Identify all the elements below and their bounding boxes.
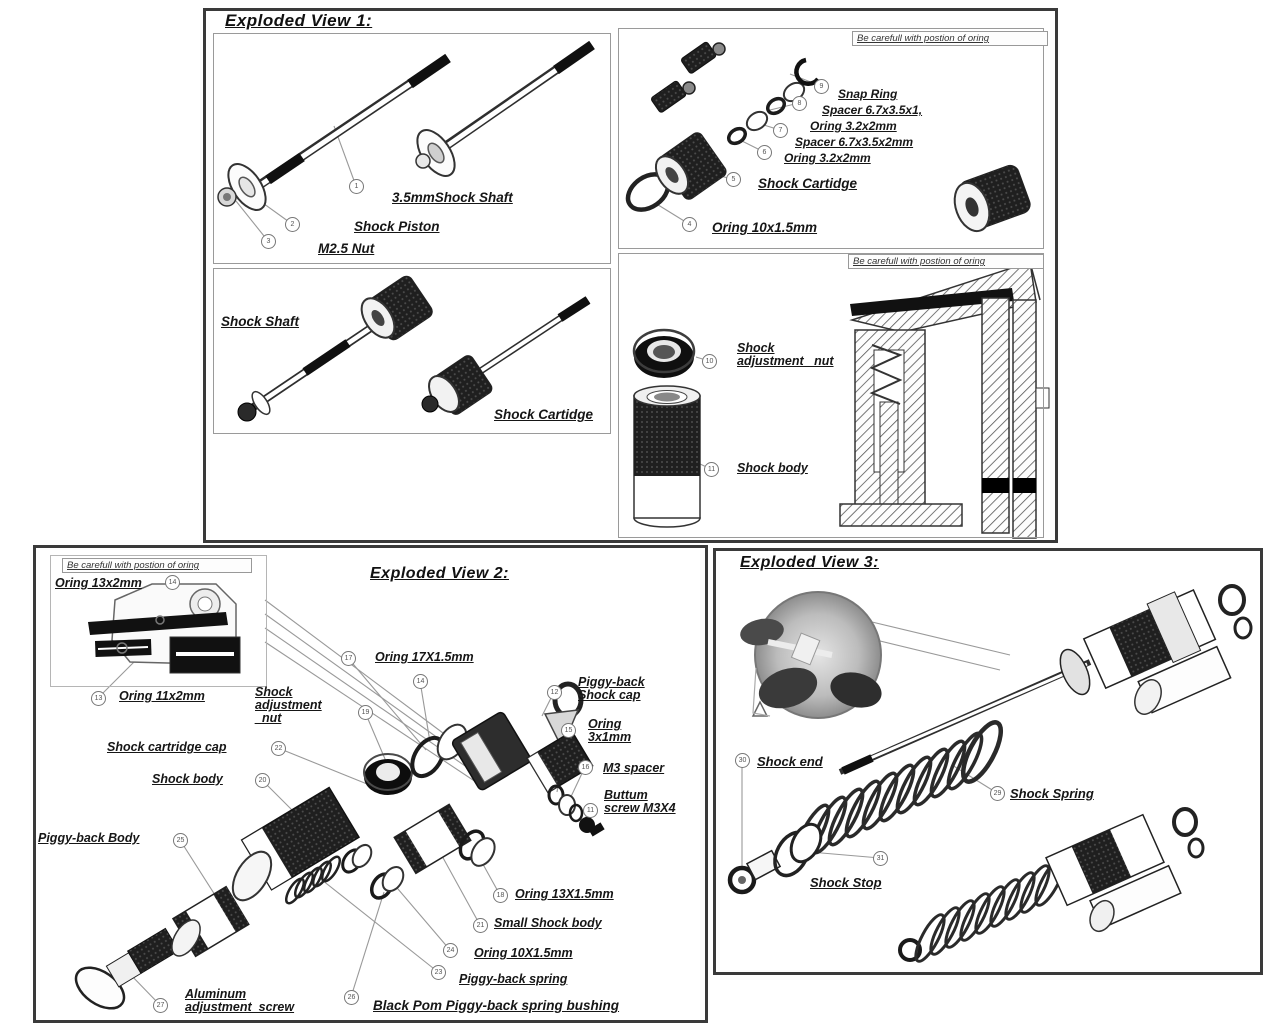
panel-exploded-view-1 [203, 8, 1058, 543]
part-label: Oring 10X1.5mm [474, 946, 573, 960]
part-label: Shock Stop [810, 875, 882, 890]
callout-marker: 14 [413, 674, 428, 689]
callout-marker: 27 [153, 998, 168, 1013]
callout-marker: 6 [757, 145, 772, 160]
view1-assembled-box [213, 268, 611, 434]
callout-marker: 14 [165, 575, 180, 590]
callout-marker: 11 [704, 462, 719, 477]
part-label: Spacer 6.7x3.5x1, [822, 103, 923, 117]
part-label: Oring 3x1mm [588, 717, 632, 745]
callout-marker: 12 [547, 685, 562, 700]
panel-exploded-view-2 [33, 545, 708, 1023]
cross-section-drawing [839, 261, 1050, 539]
part-label: Black Pom Piggy-back spring bushing [373, 998, 620, 1013]
part-label: Small Shock body [494, 916, 602, 930]
part-label: Oring 10x1.5mm [712, 220, 818, 235]
callout-marker: 29 [990, 786, 1005, 801]
part-label: 3.5mmShock Shaft [392, 190, 513, 205]
part-label: Shock adjustment _nut [737, 341, 834, 369]
part-label: Oring 3.2x2mm [784, 151, 871, 165]
callout-marker: 22 [271, 741, 286, 756]
shock-end-and-stop-drawing [727, 822, 823, 895]
shock-body-drawing [632, 328, 701, 528]
view2-oring-inset-box [50, 555, 267, 687]
callout-marker: 11 [583, 803, 598, 818]
callout-marker: 9 [814, 79, 829, 94]
callout-marker: 1 [349, 179, 364, 194]
part-label: Spacer 6.7x3.5x2mm [795, 135, 914, 149]
callout-marker: 17 [341, 651, 356, 666]
part-label: Piggy-back Body [38, 831, 140, 845]
assembled-shock-drawing [898, 807, 1205, 963]
oring-warning-note: Be carefull with postion of oring [848, 254, 1044, 269]
part-label: Oring 13x2mm [55, 576, 142, 590]
callout-marker: 2 [285, 217, 300, 232]
part-label: Buttum screw M3X4 [604, 788, 676, 816]
callout-marker: 13 [91, 691, 106, 706]
assembly-photo-inset [740, 591, 882, 719]
part-label: Piggy-back spring [459, 972, 568, 986]
callout-marker: 23 [431, 965, 446, 980]
part-label: Oring 11x2mm [119, 689, 205, 703]
oring-warning-note: Be carefull with postion of oring [852, 31, 1048, 46]
part-label: Aluminum adjustment_screw [185, 987, 295, 1015]
callout-marker: 8 [792, 96, 807, 111]
part-label: Shock Shaft [221, 314, 300, 329]
part-label: Oring 17X1.5mm [375, 650, 474, 664]
callout-marker: 25 [173, 833, 188, 848]
callout-marker: 31 [873, 851, 888, 866]
callout-marker: 3 [261, 234, 276, 249]
part-label: M3 spacer [603, 761, 665, 775]
panel-exploded-view-3 [713, 548, 1263, 975]
view1-body-box [618, 253, 1044, 538]
oring-warning-note: Be carefull with postion of oring [62, 558, 252, 573]
part-label: Shock body [737, 461, 808, 475]
callout-marker: 19 [358, 705, 373, 720]
part-label: Shock end [757, 754, 823, 769]
callout-marker: 16 [578, 760, 593, 775]
view3-title: Exploded View 3: [740, 554, 879, 571]
callout-marker: 24 [443, 943, 458, 958]
assembled-shaft-drawing [237, 275, 591, 422]
callout-marker: 5 [726, 172, 741, 187]
view1-cartridge-box [618, 28, 1044, 249]
callout-marker: 4 [682, 217, 697, 232]
callout-marker: 7 [773, 123, 788, 138]
part-label: Snap Ring [838, 87, 898, 101]
callout-marker: 15 [561, 723, 576, 738]
part-label: Shock Cartidge [494, 407, 594, 422]
piggyback-shock-explosion-drawing [74, 681, 605, 1010]
callout-marker: 10 [702, 354, 717, 369]
part-label: Shock Piston [354, 219, 440, 234]
part-label: Shock body [152, 772, 223, 786]
view2-title: Exploded View 2: [370, 565, 509, 582]
callout-marker: 26 [344, 990, 359, 1005]
part-label: Shock Cartidge [758, 176, 858, 191]
callout-marker: 30 [735, 753, 750, 768]
part-label: Shock adjustment _nut [255, 685, 322, 726]
part-label: Shock Spring [1010, 786, 1094, 801]
part-label: M2.5 Nut [318, 241, 375, 256]
part-label: Oring 3.2x2mm [810, 119, 897, 133]
callout-marker: 20 [255, 773, 270, 788]
view1-title: Exploded View 1: [225, 11, 373, 30]
view1-shafts-box [213, 33, 611, 264]
oring-position-inset-drawing [88, 583, 241, 674]
part-label: Shock cartridge cap [107, 740, 227, 754]
shock-cartridge-explosion-drawing [625, 41, 1031, 233]
part-label: Piggy-back Shock cap [578, 675, 645, 703]
shock-absorber-drawing [838, 584, 1253, 775]
callout-marker: 18 [493, 888, 508, 903]
shock-shaft-drawing [217, 40, 595, 211]
part-label: Oring 13X1.5mm [515, 887, 614, 901]
callout-marker: 21 [473, 918, 488, 933]
